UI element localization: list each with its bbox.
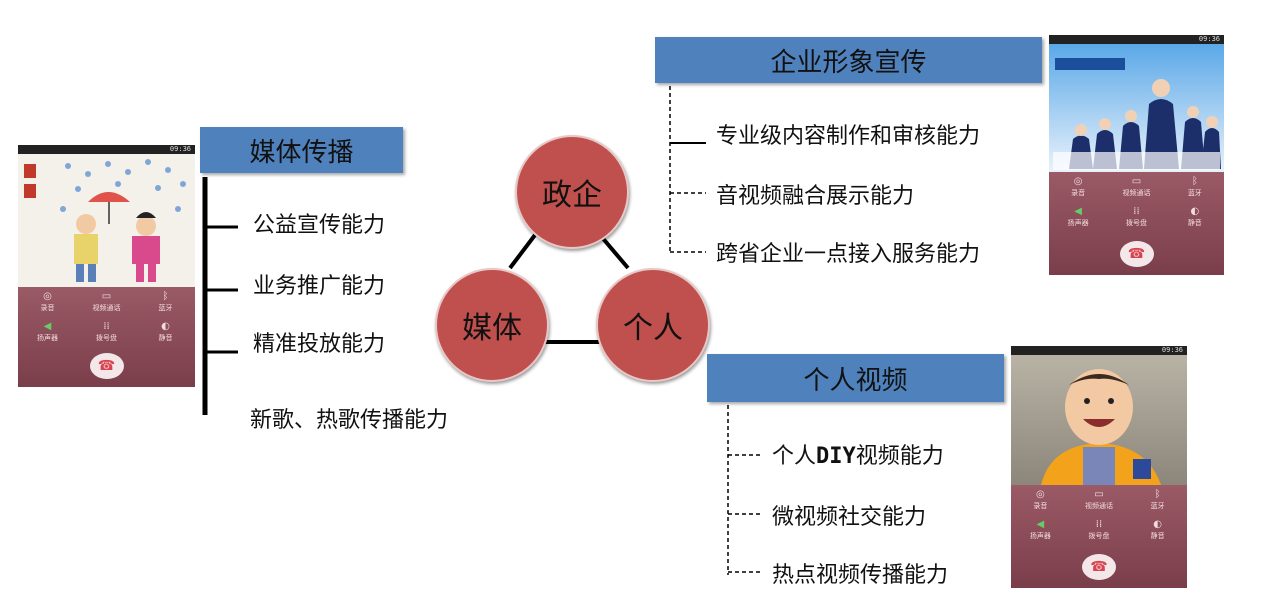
record-button: ◎录音 xyxy=(1058,176,1098,198)
phone-mockup-media: 09:36 ◎录音 ▭视频通话 xyxy=(18,145,195,387)
enterprise-item-cross-province: 跨省企业一点接入服务能力 xyxy=(716,242,981,267)
keypad-icon: ⁞⁞ xyxy=(1095,519,1103,530)
keypad-button: ⁞⁞拨号盘 xyxy=(1116,206,1156,228)
speaker-icon: ◀ xyxy=(1074,206,1082,217)
circle-media: 媒体 xyxy=(435,268,549,382)
voicemail-icon: ◎ xyxy=(43,291,52,302)
mute-button: ◐静音 xyxy=(146,321,186,343)
circle-personal: 个人 xyxy=(596,268,710,382)
video-icon: ▭ xyxy=(1094,489,1104,500)
record-button: ◎录音 xyxy=(28,291,68,313)
personal-item-trending-video: 热点视频传播能力 xyxy=(772,563,949,588)
end-call-button: ☎ xyxy=(1119,241,1154,267)
video-icon: ▭ xyxy=(101,291,112,302)
personal-item-diy-suffix: 视频能力 xyxy=(855,444,944,469)
personal-header: 个人视频 xyxy=(707,354,1004,402)
children-drawing-image xyxy=(21,159,186,282)
baby-photo-image xyxy=(1041,369,1161,485)
phone-status-bar: 09:36 xyxy=(18,145,195,154)
end-call-icon: ☎ xyxy=(1127,246,1146,262)
voicemail-icon: ◎ xyxy=(1035,489,1045,500)
media-item-public-welfare: 公益宣传能力 xyxy=(253,213,386,238)
speaker-icon: ◀ xyxy=(43,321,52,332)
record-button: ◎录音 xyxy=(1020,489,1060,511)
phone-status-bar: 09:36 xyxy=(1011,346,1187,355)
speaker-button: ◀扬声器 xyxy=(1058,206,1098,228)
keypad-icon: ⁞⁞ xyxy=(103,321,110,332)
mute-button: ◐静音 xyxy=(1138,519,1178,541)
phone-screen-drawing xyxy=(18,154,195,287)
media-item-song-spread: 新歌、热歌传播能力 xyxy=(250,408,449,433)
mute-icon: ◐ xyxy=(1153,519,1162,530)
personal-item-diy-prefix: 个人 xyxy=(772,444,817,469)
speaker-button: ◀扬声器 xyxy=(28,321,68,343)
media-item-precision-targeting: 精准投放能力 xyxy=(253,332,386,357)
video-icon: ▭ xyxy=(1131,176,1142,187)
bluetooth-icon: ᛒ xyxy=(1191,176,1198,187)
mute-icon: ◐ xyxy=(1190,206,1200,217)
voicemail-icon: ◎ xyxy=(1073,176,1083,187)
personal-item-micro-video-social: 微视频社交能力 xyxy=(772,505,927,530)
keypad-button: ⁞⁞拨号盘 xyxy=(87,321,127,343)
end-call-icon: ☎ xyxy=(1090,559,1108,575)
phone-status-bar: 09:36 xyxy=(1049,35,1224,44)
phone-screen-baby xyxy=(1011,355,1187,485)
speaker-icon: ◀ xyxy=(1036,519,1045,530)
enterprise-header: 企业形象宣传 xyxy=(655,37,1042,83)
video-call-button: ▭视频通话 xyxy=(1079,489,1119,511)
media-header: 媒体传播 xyxy=(200,127,403,173)
keypad-icon: ⁞⁞ xyxy=(1133,206,1140,217)
media-item-business-promotion: 业务推广能力 xyxy=(253,274,386,299)
personal-item-diy-mark: DIY xyxy=(816,444,856,469)
bluetooth-icon: ᛒ xyxy=(1154,489,1161,500)
bluetooth-icon: ᛒ xyxy=(162,291,169,302)
end-call-icon: ☎ xyxy=(97,358,116,374)
phone-screen-ad xyxy=(1049,44,1224,172)
circle-government-enterprise: 政企 xyxy=(515,135,629,249)
keypad-button: ⁞⁞拨号盘 xyxy=(1079,519,1119,541)
speaker-button: ◀扬声器 xyxy=(1020,519,1060,541)
mute-button: ◐静音 xyxy=(1175,206,1215,228)
video-call-button: ▭视频通话 xyxy=(1116,176,1156,198)
mute-icon: ◐ xyxy=(161,321,170,332)
video-call-button: ▭视频通话 xyxy=(87,291,127,313)
personal-item-diy-video: 个人DIY视频能力 xyxy=(772,438,944,470)
enterprise-ad-image xyxy=(1053,58,1221,170)
end-call-button: ☎ xyxy=(89,353,124,379)
end-call-button: ☎ xyxy=(1082,554,1116,580)
enterprise-item-content-production: 专业级内容制作和审核能力 xyxy=(716,124,981,149)
enterprise-item-av-display: 音视频融合展示能力 xyxy=(716,184,915,209)
